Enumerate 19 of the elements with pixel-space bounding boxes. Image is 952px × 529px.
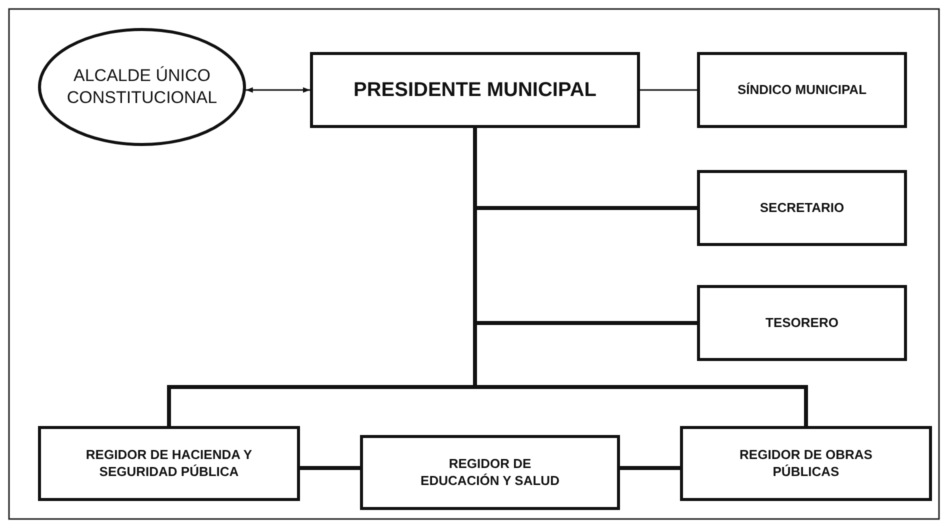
node-label: REGIDOR DE OBRAS PÚBLICAS: [738, 446, 874, 480]
process-box: [38, 426, 300, 501]
arrow: [245, 87, 311, 93]
process-box: [697, 285, 907, 361]
process-box: [310, 52, 640, 128]
node-label: PRESIDENTE MUNICIPAL: [352, 78, 598, 103]
process-box: [680, 426, 932, 501]
node-label: TESORERO: [764, 314, 840, 332]
connector-line: [639, 89, 698, 91]
process-box: [697, 52, 907, 128]
process-box: [360, 435, 620, 510]
node-label: REGIDOR DE EDUCACIÓN Y SALUD: [420, 456, 560, 490]
process-box: [697, 170, 907, 246]
node-label: ALCALDE ÚNICO CONSTITUCIONAL: [66, 64, 218, 109]
node-label: SÍNDICO MUNICIPAL: [736, 82, 868, 98]
node-label: REGIDOR DE HACIENDA Y SEGURIDAD PÚBLICA: [84, 446, 254, 480]
connector-line: [298, 466, 362, 470]
node-label: SECRETARIO: [758, 200, 846, 216]
connector-line: [618, 466, 682, 470]
